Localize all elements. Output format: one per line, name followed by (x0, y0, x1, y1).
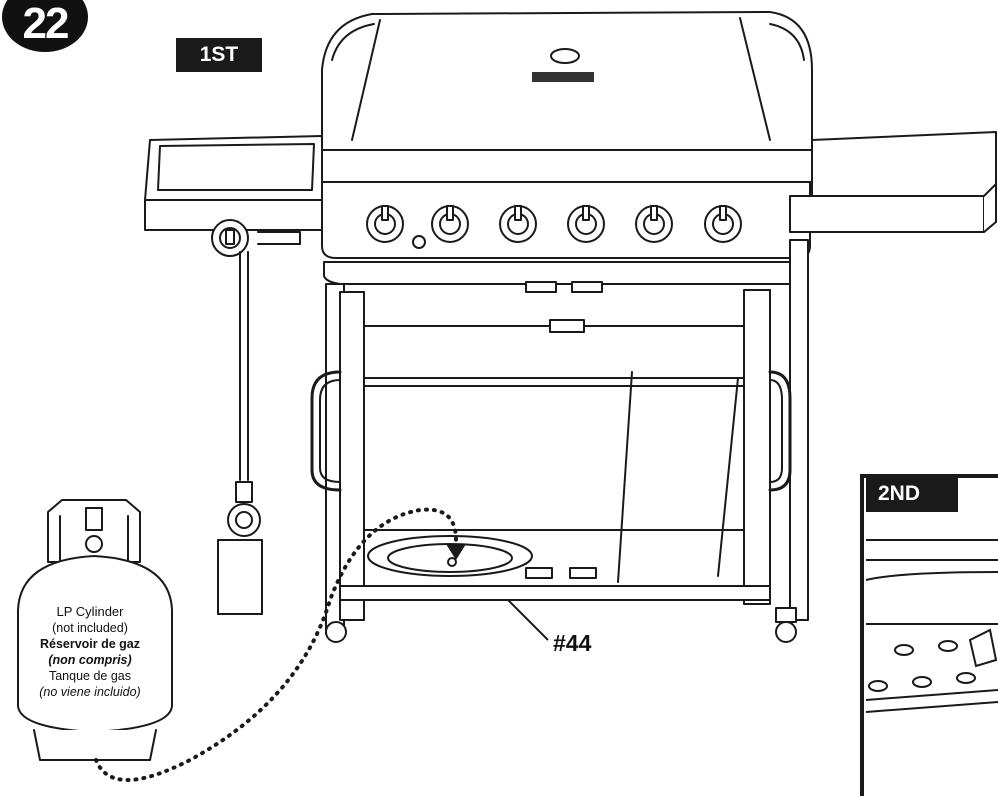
lp-cylinder-icon (17, 499, 173, 761)
control-panel (321, 181, 811, 285)
left-side-shelf (144, 135, 323, 257)
connection-path (94, 507, 458, 782)
lp-cylinder-en: LP Cylinder (56, 604, 124, 619)
first-step-tag: 1ST (176, 38, 262, 72)
lp-cylinder-label: LP Cylinder (not included) Réservoir de … (10, 604, 170, 700)
right-side-shelf (789, 131, 997, 233)
lp-cylinder-es: Tanque de gas (48, 669, 131, 683)
inset-detail (860, 474, 998, 796)
part-number-label: #44 (553, 630, 592, 656)
igniter-button (412, 235, 426, 249)
part-leader-line (507, 599, 549, 641)
arrow-head (446, 544, 466, 560)
lp-cylinder-es-note: (no viene incluido) (39, 685, 141, 699)
lp-cylinder-en-note: (not included) (52, 621, 128, 635)
second-step-tag: 2ND (866, 476, 958, 512)
grill-lid (321, 11, 813, 183)
hang-tag (217, 539, 263, 615)
cart-frame (310, 239, 809, 643)
lp-cylinder-fr-note: (non compris) (48, 653, 132, 667)
regulator-hose (217, 251, 263, 615)
burner-knobs (366, 205, 742, 243)
lp-cylinder-fr: Réservoir de gaz (39, 637, 141, 651)
